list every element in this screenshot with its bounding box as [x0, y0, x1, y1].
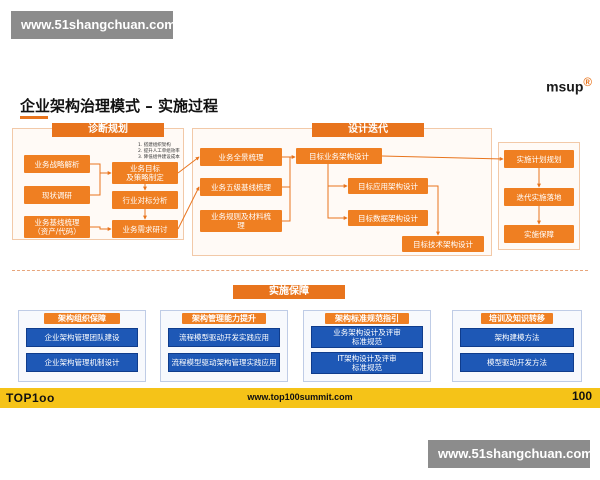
footer-bar: TOP1oo www.top100summit.com 100 [0, 388, 600, 408]
msup-logo: msup® [546, 76, 592, 95]
box-current-survey: 现状调研 [24, 186, 90, 204]
box-target-app-arch: 目标应用架构设计 [348, 178, 428, 194]
title-underline [20, 116, 48, 119]
footer-url: www.top100summit.com [247, 392, 353, 402]
box-business-goals: 业务目标及策略制定 [112, 162, 178, 184]
support-group-capability-header: 架构管理能力提升 [182, 313, 266, 324]
box-implementation-plan: 实施计划规划 [504, 150, 574, 168]
section-divider [12, 270, 588, 271]
support-item-it-arch-standard: IT架构设计及评审标准规范 [311, 352, 423, 374]
watermark-top: www.51shangchuan.com [11, 11, 176, 39]
box-business-rules: 业务规则及材料梳理 [200, 210, 282, 232]
box-target-business-arch: 目标业务架构设计 [296, 148, 382, 164]
support-item-model-driven-dev: 模型驱动开发方法 [460, 353, 574, 372]
support-item-process-arch: 流程模型驱动架构管理实践应用 [168, 353, 280, 372]
box-implementation-support: 实施保障 [504, 225, 574, 243]
box-business-panorama: 业务全景梳理 [200, 148, 282, 166]
support-item-business-arch-standard: 业务架构设计及评审标准规范 [311, 326, 423, 348]
box-iterative-delivery: 迭代实施落地 [504, 188, 574, 206]
footer-100-mark: 100 [571, 389, 592, 403]
box-target-tech-arch: 目标技术架构设计 [402, 236, 484, 252]
page-title: 企业架构治理模式 – 实施过程 [20, 97, 218, 115]
support-item-mechanism-design: 企业架构管理机制设计 [26, 353, 138, 372]
support-item-process-dev: 流程模型驱动开发实践应用 [168, 328, 280, 347]
box-business-baseline: 业务基线梳理（资产/代码） [24, 216, 90, 238]
box-business-baseline-level5: 业务五级基线梳理 [200, 178, 282, 196]
support-item-team-building: 企业架构管理团队建设 [26, 328, 138, 347]
diagnosis-notes: 1. 搭建组织架构 2. 提升人工单组效率 3. 降低组件建设成本 [138, 143, 180, 160]
support-group-training-header: 培训及知识转移 [481, 313, 553, 324]
support-group-org-header: 架构组织保障 [44, 313, 120, 324]
support-group-standards-header: 架构标准规范指引 [325, 313, 409, 324]
support-header: 实施保障 [233, 285, 345, 299]
box-requirements-workshop: 业务需求研讨 [112, 220, 178, 238]
watermark-bottom: www.51shangchuan.com [428, 440, 593, 468]
box-industry-benchmark: 行业对标分析 [112, 191, 178, 209]
diagnosis-header: 诊断规划 [52, 123, 164, 137]
support-item-modeling-method: 架构建模方法 [460, 328, 574, 347]
slide: msup® 企业架构治理模式 – 实施过程 诊断规划 1. 搭建组织架构 2. … [0, 70, 600, 408]
design-header: 设计迭代 [312, 123, 424, 137]
top100-logo: TOP1oo [6, 391, 55, 405]
box-target-data-arch: 目标数据架构设计 [348, 210, 428, 226]
box-business-strategy: 业务战略解析 [24, 155, 90, 173]
